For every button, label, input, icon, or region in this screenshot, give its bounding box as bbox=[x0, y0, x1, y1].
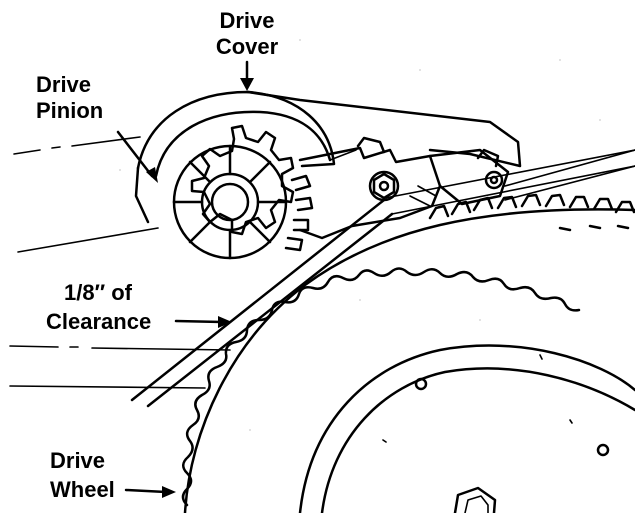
drive-pinion-label-line1: Drive bbox=[36, 72, 91, 97]
paper-speckle bbox=[119, 39, 601, 431]
drive-cover bbox=[134, 90, 522, 224]
background-frame-lines bbox=[9, 136, 635, 389]
drive-pinion-label-line2: Pinion bbox=[36, 98, 103, 123]
drive-wheel-arrow bbox=[124, 486, 176, 498]
drive-belt bbox=[130, 149, 635, 408]
clearance-arrow bbox=[174, 316, 232, 328]
label-drive-wheel: Drive Wheel bbox=[50, 448, 176, 502]
label-drive-cover: Drive Cover bbox=[216, 8, 279, 91]
drive-wheel-label-line1: Drive bbox=[50, 448, 105, 473]
drive-cover-label-line1: Drive bbox=[219, 8, 274, 33]
drive-cover-label-line2: Cover bbox=[216, 34, 279, 59]
drive-wheel bbox=[181, 208, 635, 515]
clearance-label-line1: 1/8″ of bbox=[64, 280, 133, 305]
drive-wheel-label-line2: Wheel bbox=[50, 477, 115, 502]
drive-pinion-arrow bbox=[116, 130, 158, 183]
drive-pinion bbox=[172, 124, 314, 260]
drive-cover-arrow bbox=[240, 60, 254, 91]
drive-wheel-teeth bbox=[181, 267, 581, 507]
label-drive-pinion: Drive Pinion bbox=[36, 72, 158, 183]
clearance-label-line2: Clearance bbox=[46, 309, 151, 334]
label-clearance: 1/8″ of Clearance bbox=[46, 280, 232, 334]
mounting-bracket bbox=[298, 136, 510, 240]
